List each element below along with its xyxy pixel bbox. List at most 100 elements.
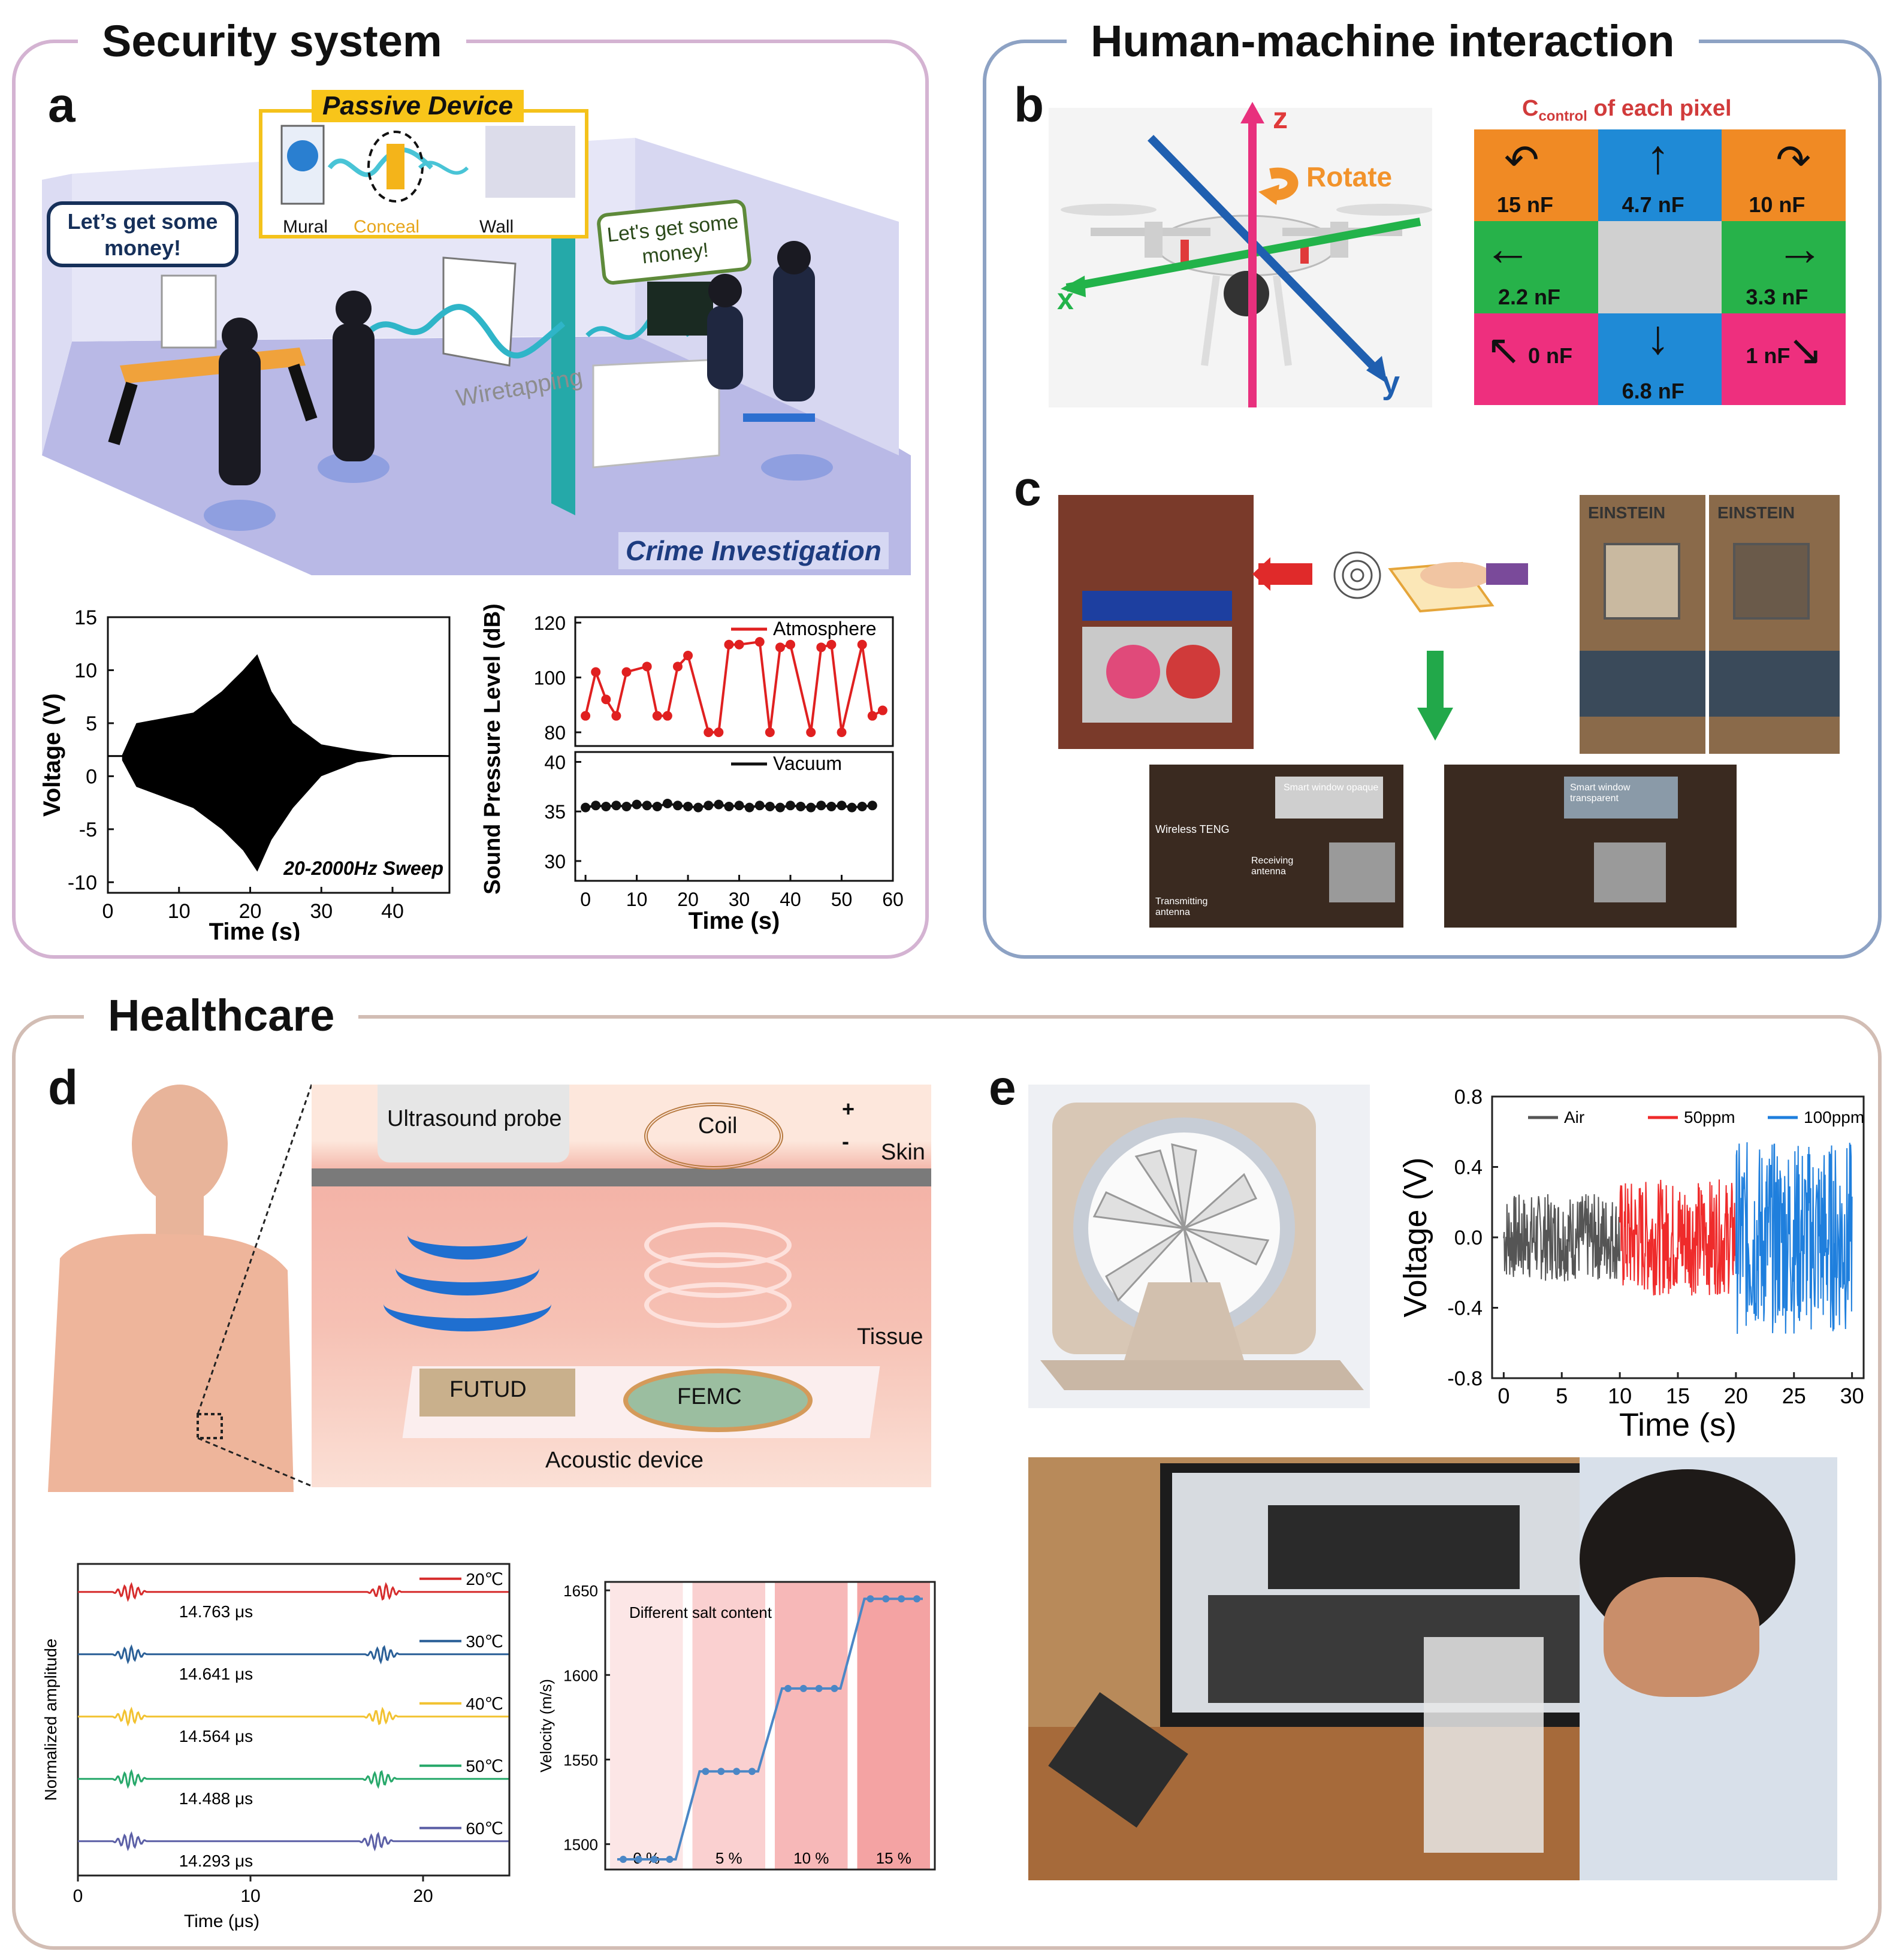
futud-block <box>419 1369 575 1417</box>
data-point <box>765 727 775 738</box>
fan-device-render <box>1028 1085 1370 1408</box>
data-point <box>683 651 693 661</box>
capacitance-pixel-grid: 15 nF↶ 4.7 nF↑ 10 nF↷ 2.2 nF← 3.3 nF→ 0 … <box>1474 129 1846 405</box>
y-axis-arrow <box>1147 135 1382 375</box>
x-tick-label: 20 <box>413 1886 433 1906</box>
pixel-cell: 6.8 nF↓ <box>1598 310 1722 405</box>
category-label: 5 % <box>715 1849 742 1867</box>
femc-coil <box>623 1369 813 1432</box>
data-point <box>672 662 683 672</box>
passive-device-graphic <box>280 125 575 205</box>
y-axis-title: Voltage (V) <box>39 693 65 817</box>
data-point <box>693 802 704 813</box>
police-officer <box>773 264 815 401</box>
coil-label: Coil <box>698 1113 738 1138</box>
category-label: 10 % <box>793 1849 829 1867</box>
x-tick-label: 30 <box>729 889 750 910</box>
legend-label: 60℃ <box>466 1819 503 1838</box>
data-point <box>857 639 867 650</box>
legend-label: Vacuum <box>773 753 842 774</box>
velocity-line <box>617 1597 923 1861</box>
time-of-flight-label: 14.293 μs <box>179 1852 253 1870</box>
grid-title-c: C <box>1522 96 1539 121</box>
cell-value: 2.2 nF <box>1498 284 1561 309</box>
data-point <box>672 801 683 811</box>
y-tick-label: -0.8 <box>1447 1367 1483 1390</box>
y-tick-label: 1600 <box>563 1666 598 1684</box>
x-tick-label: 10 <box>168 900 191 923</box>
legend-label: 50ppm <box>1684 1108 1735 1127</box>
speech-bubble-left: Let’s get some money! <box>47 201 238 267</box>
data-point <box>704 727 714 738</box>
data-point <box>898 1595 905 1603</box>
data-point <box>621 801 632 811</box>
data-point <box>666 1856 674 1864</box>
data-point <box>796 801 806 811</box>
amplitude-trace <box>78 1769 509 1789</box>
femc-label: FEMC <box>677 1384 742 1409</box>
data-point <box>620 1856 627 1864</box>
x-tick-label: 10 <box>1608 1384 1632 1408</box>
desk <box>592 358 720 469</box>
pixel-cell: 2.2 nF← <box>1474 221 1598 313</box>
legend-label: 30℃ <box>466 1632 503 1651</box>
x-tick-label: 40 <box>780 889 801 910</box>
data-point <box>775 802 785 813</box>
acoustic-device-label: Acoustic device <box>545 1448 704 1473</box>
person-1 <box>219 348 261 485</box>
cell-value: 6.8 nF <box>1622 378 1684 403</box>
x-tick-label: 0 <box>1497 1384 1509 1408</box>
data-point <box>724 639 734 650</box>
data-point <box>754 637 765 647</box>
data-point <box>683 801 693 811</box>
data-point <box>601 801 611 811</box>
pixel-cell: 3.3 nF→ <box>1722 221 1846 313</box>
y-tick-label: -0.4 <box>1447 1297 1483 1320</box>
data-point <box>799 1684 807 1692</box>
security-section-frame <box>12 40 929 959</box>
data-point <box>724 801 734 811</box>
x-axis-title: Time (μs) <box>184 1911 259 1931</box>
data-point <box>784 1684 792 1692</box>
pixel-cell: 10 nF↷ <box>1722 129 1846 222</box>
data-point <box>786 801 796 811</box>
futud-label: FUTUD <box>449 1377 527 1402</box>
legend-label: 50℃ <box>466 1757 503 1775</box>
pixel-cell: 1 nF↘ <box>1722 313 1846 405</box>
smart-window-opaque-label: Smart window opaque <box>1284 783 1379 793</box>
x-tick-label: 60 <box>882 889 904 910</box>
salt-band <box>857 1582 930 1870</box>
data-point <box>775 642 785 653</box>
pixel-cell: 15 nF↶ <box>1474 129 1598 222</box>
data-point <box>816 801 826 811</box>
data-point <box>866 1595 874 1603</box>
salt-band <box>692 1582 765 1870</box>
human-body-illustration <box>48 1085 294 1492</box>
data-point <box>652 801 662 811</box>
data-point <box>581 802 591 813</box>
cell-value: 10 nF <box>1749 192 1806 218</box>
data-point <box>662 799 672 808</box>
sweep-annotation: 20-2000Hz Sweep <box>283 857 443 879</box>
x-tick-label: 25 <box>1782 1384 1806 1408</box>
y-axis-title: Sound Pressure Level (dB) <box>480 603 505 895</box>
mural <box>442 256 517 367</box>
x-axis-arrow <box>1065 218 1421 292</box>
plot-frame <box>77 1563 511 1877</box>
data-point <box>632 799 642 810</box>
y-tick-label: -5 <box>79 819 97 841</box>
legend-label: Atmosphere <box>773 618 877 639</box>
data-point <box>831 1684 838 1692</box>
x-axis-title: Time (s) <box>1619 1407 1737 1443</box>
plot-frame <box>604 1581 936 1871</box>
person-2 <box>333 324 375 461</box>
plus-terminal: + <box>842 1097 855 1121</box>
panel-label-d: d <box>48 1061 79 1115</box>
y-tick-label: 1500 <box>563 1836 598 1854</box>
passive-device-label: Passive Device <box>312 90 524 122</box>
wireless-teng-label: Wireless TENG <box>1155 823 1230 835</box>
y-tick-label: 30 <box>544 851 566 872</box>
data-point <box>877 705 887 715</box>
